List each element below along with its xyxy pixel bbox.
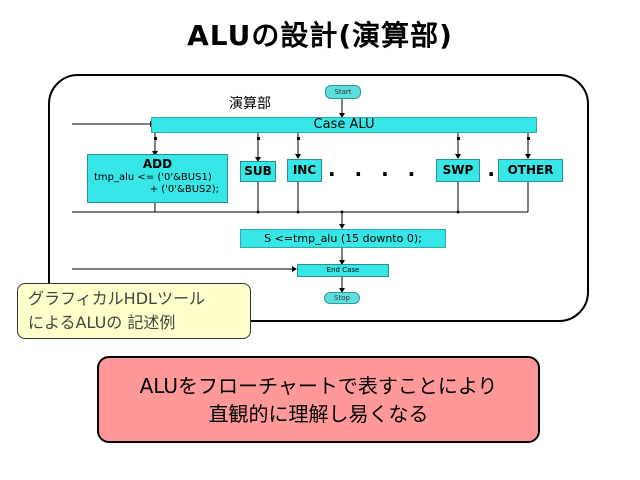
end-case-node: End Case [297,264,389,277]
add-line-2: + ('0'&BUS2); [149,184,219,195]
note-line-2: によるALUの 記述例 [28,313,176,332]
page-title: ALUの設計(演算部) [187,19,453,52]
stop-node: Stop [324,292,360,304]
tool-note: グラフィカルHDLツール によるALUの 記述例 [17,283,251,339]
callout-line-2: 直観的に理解し易くなる [208,402,429,426]
section-label: 演算部 [229,96,271,112]
swp-node: SWP [436,159,480,182]
note-line-1: グラフィカルHDLツール [28,289,205,308]
add-line-1: tmp_alu <= ('0'&BUS1) [94,172,212,183]
other-node: OTHER [498,159,563,182]
summary-callout: ALUをフローチャートで表すことにより 直観的に理解し易くなる [97,356,540,443]
case-alu-bar: Case ALU [151,117,537,133]
add-title: ADD [142,157,173,171]
callout-line-1: ALUをフローチャートで表すことにより [139,374,498,398]
sub-node: SUB [240,161,276,182]
add-node: ADD tmp_alu <= ('0'&BUS1) + ('0'&BUS2); [87,154,228,203]
assign-node: S <=tmp_alu (15 downto 0); [240,229,446,248]
start-node: Start [325,85,361,99]
inc-node: INC [287,159,322,182]
